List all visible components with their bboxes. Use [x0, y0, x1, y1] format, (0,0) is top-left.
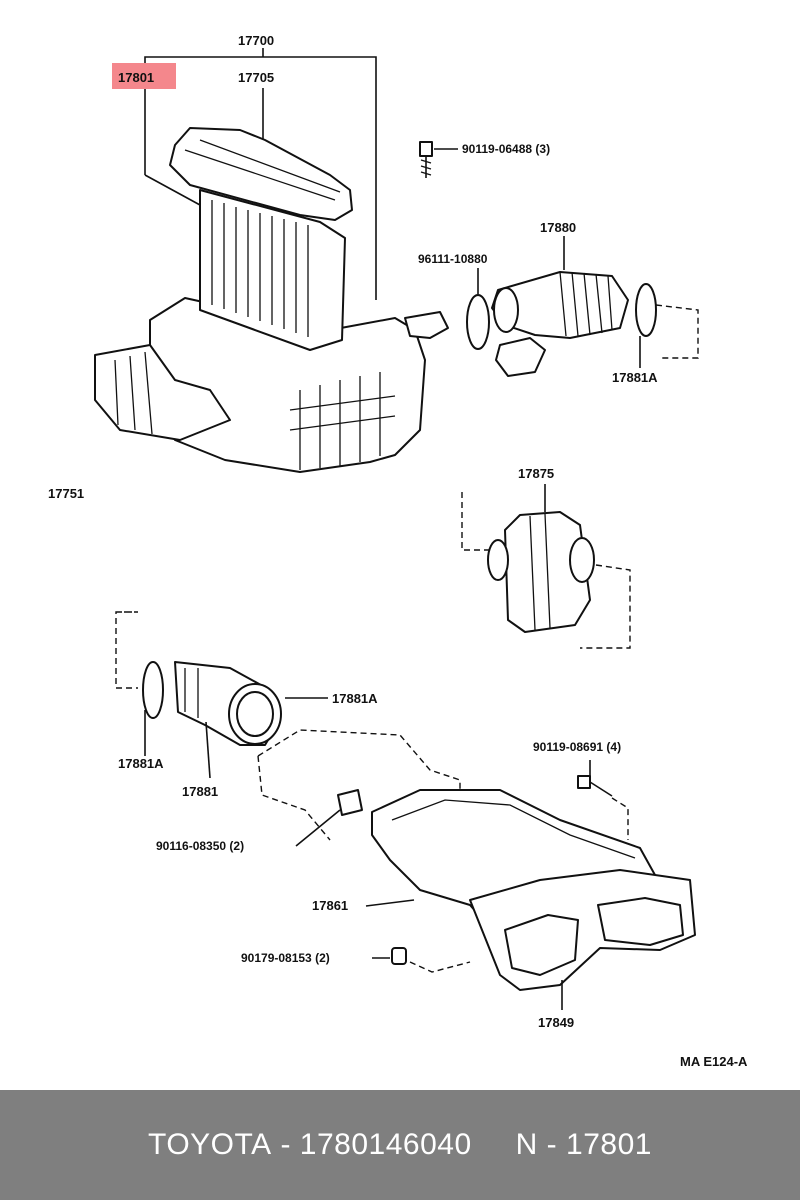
- clamp-17881A-left: [142, 661, 164, 719]
- bolt-90119-08691: [577, 760, 629, 840]
- label-17751: 17751: [48, 486, 84, 501]
- bolt-90119-06488: [419, 141, 458, 178]
- label-90119-06488: 90119-06488 (3): [462, 142, 550, 156]
- diagram-reference: MA E124-A: [680, 1054, 748, 1069]
- air-cleaner-assembly: [94, 48, 449, 473]
- footer-separator: -: [546, 1128, 558, 1161]
- footer-n-label: N: [515, 1128, 538, 1161]
- footer-part-number: 1780146040: [299, 1128, 472, 1161]
- resonator-17875: [461, 484, 631, 649]
- hose-17880: [466, 236, 699, 377]
- footer-n-value: 17801: [566, 1128, 652, 1161]
- label-17801: 17801: [118, 70, 154, 85]
- label-17881A-top: 17881A: [612, 370, 658, 385]
- parts-diagram: 17700 17705 17801 90119-06488 (3) 17880 …: [48, 33, 748, 1069]
- label-17881A-left: 17881A: [118, 756, 164, 771]
- footer-separator: -: [280, 1128, 291, 1161]
- air-cleaner-cap: [169, 127, 353, 221]
- hose-17881: [115, 611, 328, 779]
- intake-plenum-17861: [257, 729, 696, 1010]
- clamp-17881A: [466, 294, 490, 350]
- stud-90116: [295, 789, 363, 847]
- label-17881: 17881: [182, 784, 218, 799]
- label-17880: 17880: [540, 220, 576, 235]
- label-90116-08350: 90116-08350 (2): [156, 839, 244, 853]
- highlight-17801: [112, 63, 176, 89]
- label-17700: 17700: [238, 33, 274, 48]
- label-17849: 17849: [538, 1015, 574, 1030]
- label-96111-10880: 96111-10880: [418, 252, 488, 266]
- footer-brand: TOYOTA: [148, 1128, 272, 1161]
- label-90119-08691: 90119-08691 (4): [533, 740, 621, 754]
- intake-duct: [94, 344, 231, 441]
- footer-bar: TOYOTA - 1780146040 N - 17801: [0, 1090, 800, 1200]
- label-17881A-right: 17881A: [332, 691, 378, 706]
- label-17875: 17875: [518, 466, 554, 481]
- label-90179-08153: 90179-08153 (2): [241, 951, 330, 965]
- nut-90179: [372, 947, 471, 973]
- label-17861: 17861: [312, 898, 348, 913]
- label-17705: 17705: [238, 70, 274, 85]
